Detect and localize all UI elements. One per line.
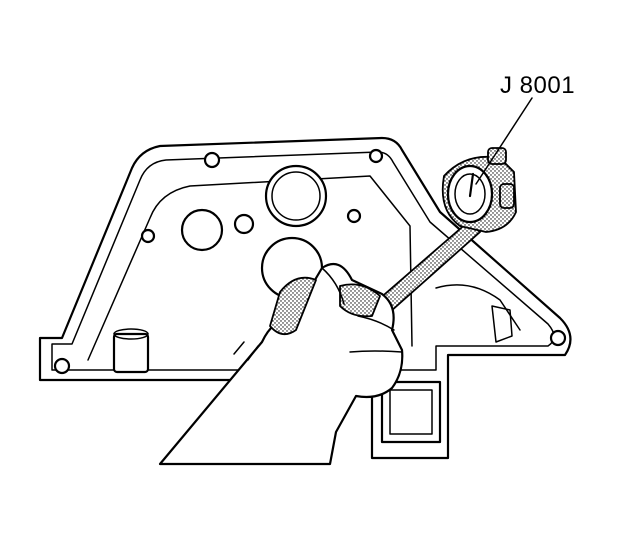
- callout-leader-line: [475, 97, 533, 185]
- tool-shaft: [377, 221, 481, 313]
- tool-callout-label: J 8001: [500, 72, 576, 99]
- dial-indicator-icon: [441, 147, 517, 233]
- engine-front-cover-icon: [38, 136, 572, 460]
- hand-icon: [158, 262, 404, 466]
